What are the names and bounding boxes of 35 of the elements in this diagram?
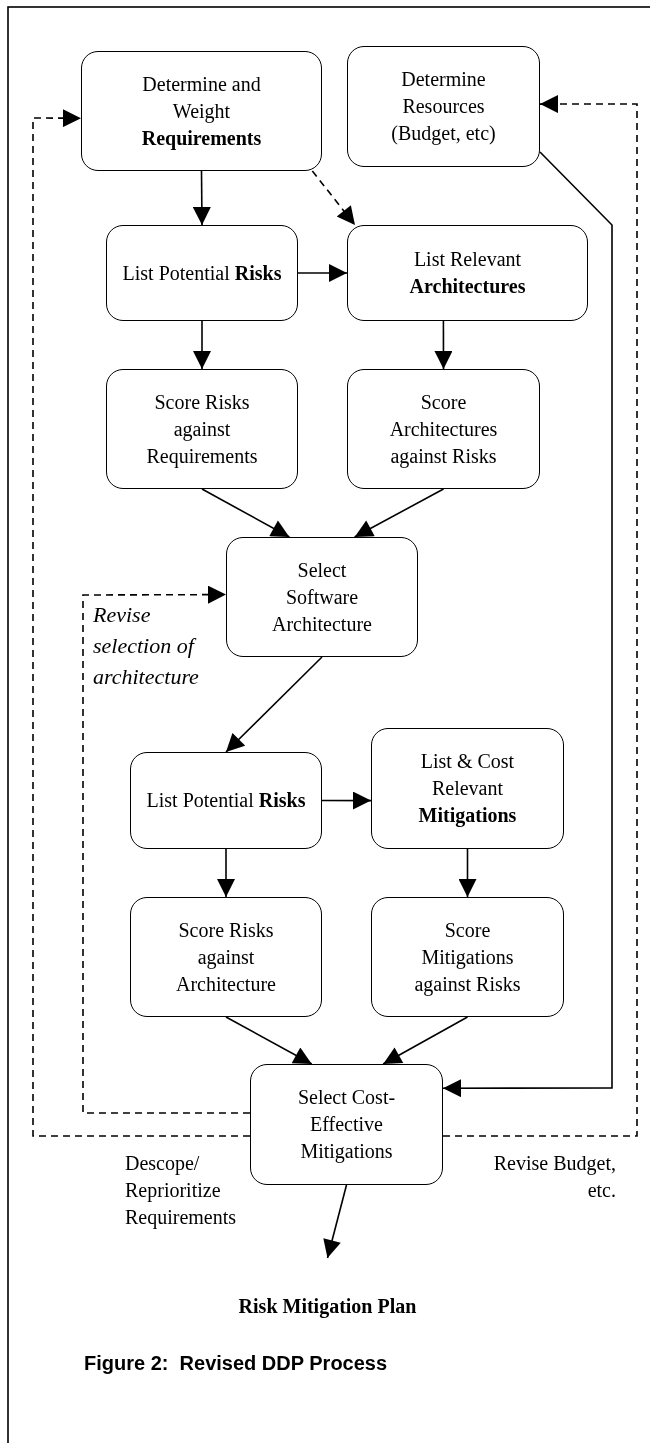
arrow: [201, 488, 291, 538]
arrow: [442, 151, 613, 1098]
process-box: Select Cost-Effective Mitigations: [250, 1064, 443, 1185]
edge-label: Descope/ Reprioritize Requirements: [125, 1151, 238, 1231]
dashed-arrow: [442, 95, 638, 1137]
arrow: [192, 170, 211, 226]
arrow: [434, 320, 453, 370]
process-box: Score Mitigations against Risks: [371, 897, 564, 1017]
arrow: [193, 320, 211, 370]
process-box: Score Architectures against Risks: [347, 369, 540, 489]
dashed-arrow: [311, 170, 356, 226]
arrow: [217, 848, 235, 898]
arrow: [297, 264, 348, 282]
process-box: List Potential Risks: [130, 752, 322, 849]
arrow: [382, 1016, 469, 1065]
process-box: Determine and Weight Requirements: [81, 51, 322, 171]
process-box: List Potential Risks: [106, 225, 298, 321]
figure-caption: Figure 2: Revised DDP Process: [84, 1352, 388, 1375]
process-box: List & Cost Relevant Mitigations: [371, 728, 564, 849]
process-box: Select Software Architecture: [226, 537, 418, 657]
arrow: [323, 1184, 348, 1259]
dashed-arrow: [82, 585, 251, 1114]
edge-label: Revise Budget, etc.: [492, 1151, 616, 1203]
process-box: List Relevant Architectures: [347, 225, 588, 321]
arrow: [225, 1016, 313, 1065]
arrow: [458, 848, 477, 898]
arrow: [321, 791, 372, 810]
arrow: [353, 488, 445, 538]
arrow: [225, 656, 323, 753]
dashed-arrow: [32, 109, 251, 1137]
edge-label: Revise selection of architecture: [93, 601, 200, 691]
process-box: Score Risks against Requirements: [106, 369, 298, 489]
process-box: Score Risks against Architecture: [130, 897, 322, 1017]
result-label: Risk Mitigation Plan: [200, 1258, 455, 1320]
process-box: Determine Resources (Budget, etc): [347, 46, 540, 167]
